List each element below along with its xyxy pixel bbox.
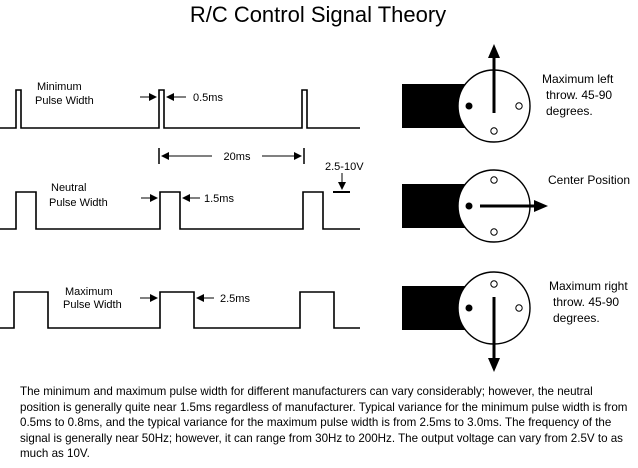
maximum-pulse-waveform: Maximum Pulse Width 2.5ms [0, 286, 360, 329]
diagram-title: R/C Control Signal Theory [190, 2, 446, 27]
servo-hole [490, 228, 498, 236]
servo-right-caption-line1: Maximum right [549, 279, 628, 293]
maximum-pulse-trace [0, 291, 360, 329]
neutral-pulse-label-line2: Pulse Width [49, 197, 108, 209]
servo-direction-arrowhead [488, 44, 500, 58]
description-text: The minimum and maximum pulse width for … [20, 385, 628, 460]
servo-pivot-dot [465, 202, 473, 210]
signal-diagram: R/C Control Signal Theory Minimum Pulse … [0, 2, 630, 372]
servo-hole [490, 280, 498, 288]
servo-right-caption-line3: degrees. [553, 311, 600, 325]
servo-hole [490, 176, 498, 184]
servo-direction-arrowhead [534, 200, 548, 212]
neutral-pulse-waveform: Neutral Pulse Width 1.5ms [0, 182, 360, 230]
minimum-pulse-label-line1: Minimum [37, 81, 82, 93]
servo-body [402, 286, 466, 330]
servo-left-caption-line1: Maximum left [542, 72, 614, 86]
servo-right-throw: Maximum right throw. 45-90 degrees. [402, 271, 628, 372]
minimum-pulse-trace [0, 89, 360, 129]
servo-left-caption-line2: throw. 45-90 [546, 88, 612, 102]
servo-direction-arrowhead [488, 358, 500, 372]
neutral-pulse-trace [0, 191, 360, 230]
servo-body [402, 84, 466, 128]
servo-hole [515, 304, 523, 312]
minimum-pulse-waveform: Minimum Pulse Width 0.5ms [0, 81, 360, 129]
servo-center-caption: Center Position [548, 173, 630, 187]
servo-right-caption-line2: throw. 45-90 [553, 295, 619, 309]
maximum-width-label: 2.5ms [220, 293, 250, 305]
servo-left-caption-line3: degrees. [546, 104, 593, 118]
voltage-label: 2.5-10V [325, 161, 364, 173]
servo-center: Center Position [402, 169, 630, 243]
servo-hole [515, 102, 523, 110]
neutral-pulse-label-line1: Neutral [51, 182, 86, 194]
neutral-width-label: 1.5ms [204, 193, 234, 205]
voltage-marker: 2.5-10V [325, 161, 364, 193]
period-dimension: 20ms [158, 148, 305, 164]
servo-hole [490, 127, 498, 135]
servo-body [402, 184, 466, 228]
servo-left-throw: Maximum left throw. 45-90 degrees. [402, 44, 614, 143]
maximum-pulse-label-line2: Pulse Width [63, 299, 122, 311]
period-label: 20ms [224, 151, 251, 163]
servo-pivot-dot [465, 304, 473, 312]
minimum-width-label: 0.5ms [193, 92, 223, 104]
minimum-pulse-label-line2: Pulse Width [35, 95, 94, 107]
maximum-pulse-label-line1: Maximum [65, 286, 113, 298]
servo-pivot-dot [465, 102, 473, 110]
